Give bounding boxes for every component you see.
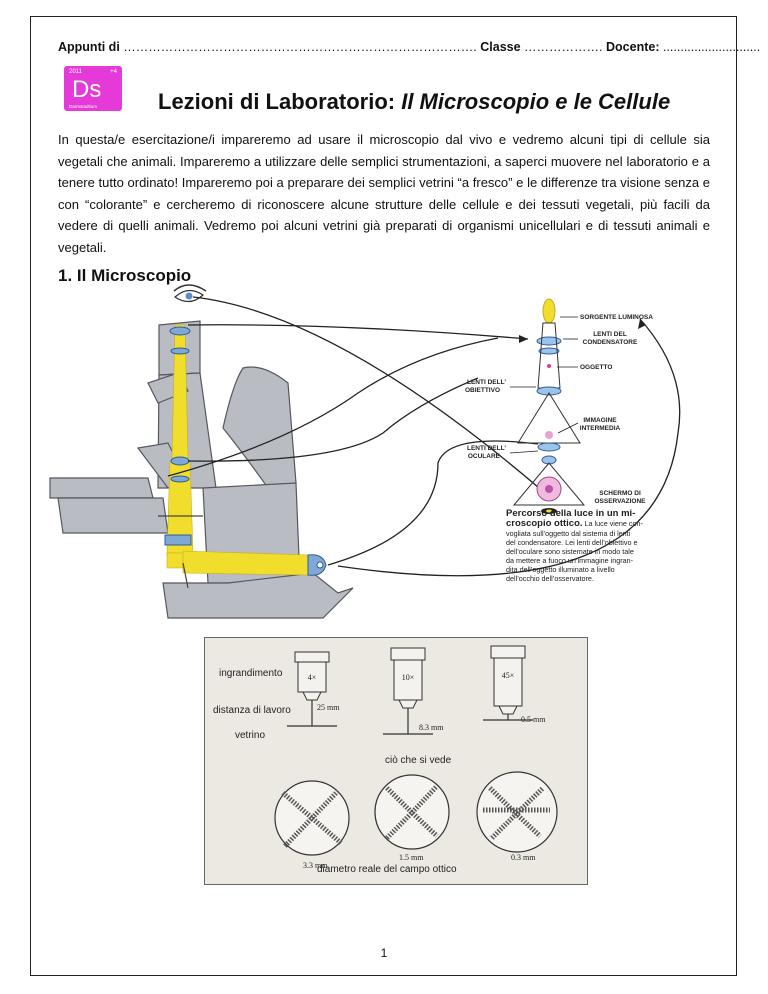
dist-8mm: 8.3 mm [419, 723, 444, 732]
stage-lines [158, 515, 203, 589]
microscope-svg: SORGENTE LUMINOSA LENTI DEL CONDENSATORE… [49, 284, 681, 619]
caption-line: da mettere a fuoco un’immagine ingran- [506, 556, 634, 565]
label-oggetto: OGGETTO [580, 364, 612, 371]
logo-symbol: Ds [72, 76, 102, 103]
page-border [30, 16, 737, 976]
label-obiettivo-1: LENTI DELL’ [467, 379, 506, 386]
label-condensatore-2: CONDENSATORE [583, 339, 638, 346]
light-path [166, 324, 309, 576]
dist-05mm: 0.5 mm [521, 715, 546, 724]
mag-10x: 10× [402, 673, 415, 682]
label-schermo-1: SCHERMO DI [599, 490, 641, 497]
ingrandimento-label: ingrandimento [219, 668, 283, 679]
vetrino-label: vetrino [235, 730, 265, 741]
caption-bold-1: Percorso della luce in un mi- [506, 508, 635, 519]
mag-45x: 45× [502, 671, 515, 680]
classe-field[interactable]: ………………. [524, 40, 603, 54]
title-italic: Il Microscopio e le Cellule [401, 89, 671, 114]
lens-elements [164, 326, 327, 576]
caption-line: dell’occhio dell’osservatore. [506, 574, 594, 583]
page-number: 1 [380, 946, 388, 960]
diametro-reale: diametro reale del campo ottico [317, 864, 457, 875]
diam-03: 0.3 mm [511, 853, 536, 862]
arrow-heads [519, 319, 646, 500]
label-immagine-2: INTERMEDIA [580, 425, 621, 432]
diam-33: 3.3 mm [303, 861, 328, 870]
optics-schematic [512, 298, 586, 514]
diam-15: 1.5 mm [399, 853, 424, 862]
caption-bold-2: croscopio ottico. La luce viene con- [506, 518, 643, 529]
logo-oxidation: +4 [110, 69, 117, 75]
appunti-label: Appunti di [58, 40, 120, 54]
label-pointers [509, 316, 579, 454]
darmstadtium-logo: 2011 +4 Ds Darmstadtium [64, 66, 122, 111]
dist-25mm: 25 mm [317, 703, 340, 712]
objectives-figure: ingrandimento distanza di lavoro vetrino… [204, 637, 588, 885]
microscope-diagram: SORGENTE LUMINOSA LENTI DEL CONDENSATORE… [38, 283, 728, 623]
fibers [281, 784, 550, 848]
objectives-svg: ingrandimento distanza di lavoro vetrino… [213, 645, 558, 875]
label-condensatore-1: LENTI DEL [593, 331, 627, 338]
caption-line: dell’oculare sono sistemate in modo tale [506, 547, 634, 556]
title-main: Lezioni di Laboratorio: [158, 89, 402, 114]
caption-line: vogliata sull’oggetto dal sistema di len… [506, 529, 631, 538]
section-title: 1. Il Microscopio [58, 266, 192, 285]
classe-label: Classe [480, 40, 521, 54]
header-line: Appunti di ………………………………………………………………………….… [58, 40, 760, 54]
label-obiettivo-2: OBIETTIVO [465, 387, 500, 394]
cio-che-si-vede: ciò che si vede [385, 755, 452, 766]
caption-line: dita dell’oggetto illuminato a livello [506, 565, 615, 574]
label-sorgente: SORGENTE LUMINOSA [580, 314, 653, 321]
label-immagine-1: IMMAGINE [583, 417, 617, 424]
label-oculare-1: LENTI DELL’ [467, 445, 506, 452]
intro-paragraph: In questa/e esercitazione/i impareremo a… [58, 132, 710, 255]
eye-icon [173, 284, 207, 303]
docente-field[interactable]: ............................ [662, 40, 761, 54]
objective-lenses [294, 645, 526, 715]
logo-name: Darmstadtium [69, 104, 98, 109]
logo-year: 2011 [69, 69, 82, 75]
label-schermo-2: OSSERVAZIONE [594, 498, 646, 505]
label-oculare-2: OCULARE [468, 453, 501, 460]
distanza-label: distanza di lavoro [213, 705, 291, 716]
docente-label: Docente: [606, 40, 660, 54]
appunti-field[interactable]: …………………………………………………………………………. [123, 40, 477, 54]
page-title: Lezioni di Laboratorio: Il Microscopio e… [158, 89, 670, 115]
connector-arrows [167, 296, 681, 577]
caption-line: del condensatore. Lei lenti dell’obietti… [506, 538, 637, 547]
slide-lines [287, 700, 533, 735]
mag-4x: 4× [308, 673, 317, 682]
